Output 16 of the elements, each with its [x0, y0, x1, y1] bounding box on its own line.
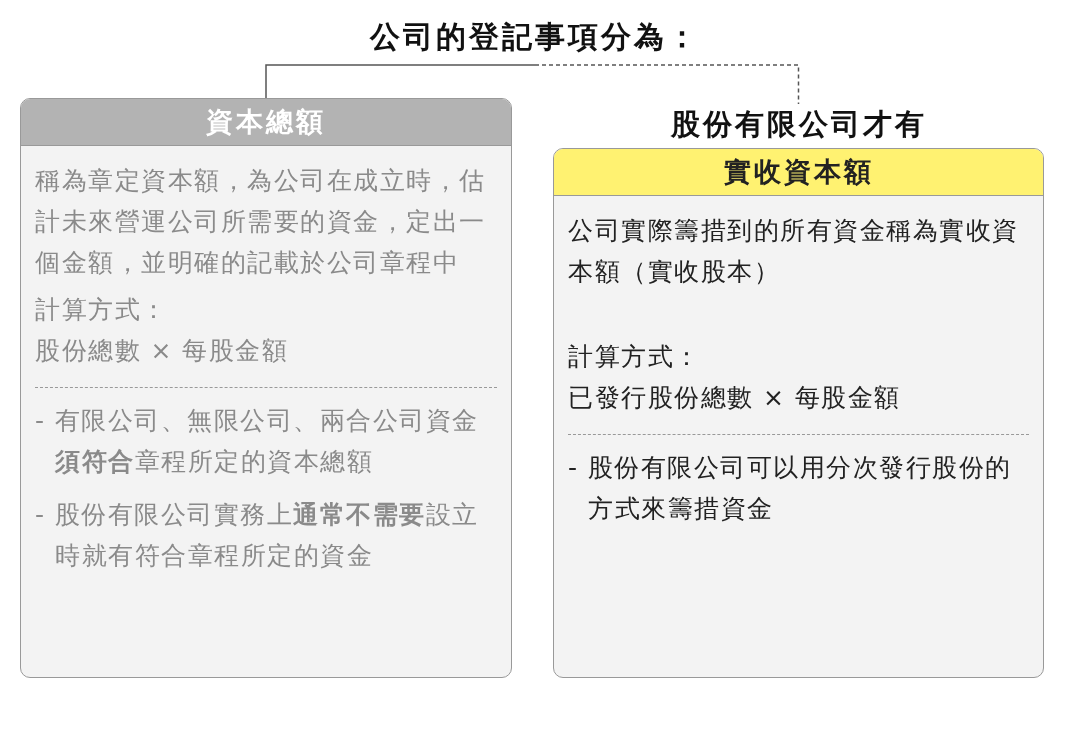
card-header: 實收資本額 — [554, 149, 1043, 196]
body-text: 股份總數 × 每股金額 — [35, 335, 290, 367]
connector-line — [534, 64, 800, 105]
info-card — [20, 98, 512, 678]
heading-text: 公司的登記事項分為： — [300, 14, 770, 65]
bullet-text: - 有限公司、無限公司、兩合公司資金須符合章程所定的資本總額 — [35, 405, 480, 478]
body-text: 計算方式： — [35, 294, 169, 326]
connector-line — [265, 64, 536, 99]
bullet-text: - 股份有限公司可以用分次發行股份的方式來籌措資金 — [568, 452, 1013, 525]
body-text: 稱為章定資本額，為公司在成立時，估計未來營運公司所需要的資金，定出一個金額，並明確的記載於公司章程中 — [35, 165, 487, 279]
bullet-text: - 股份有限公司實務上通常不需要設立時就有符合章程所定的資金 — [35, 499, 480, 572]
body-text: 已發行股份總數 × 每股金額 — [568, 382, 902, 414]
body-text: 計算方式： — [568, 341, 702, 373]
section-heading: 股份有限公司才有 — [669, 106, 928, 143]
card-header: 資本總額 — [21, 99, 511, 146]
body-text: 公司實際籌措到的所有資金稱為實收資本額（實收股本） — [568, 215, 1020, 288]
